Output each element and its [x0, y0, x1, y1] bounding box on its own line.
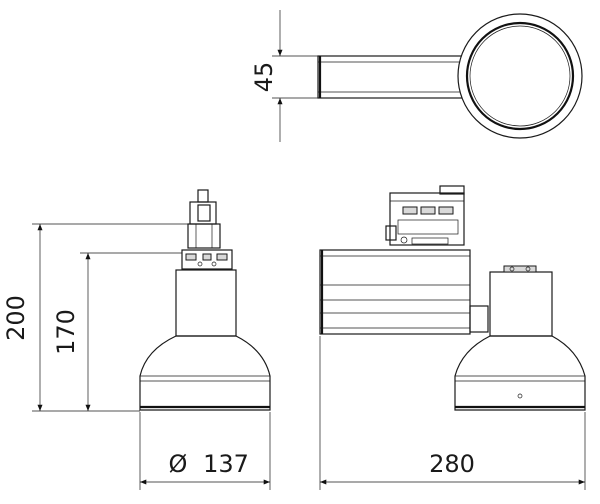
side-adapter [385, 185, 465, 246]
dim-label-137: 137 [203, 450, 249, 478]
dim-height-body: 170 [52, 252, 182, 411]
top-view-head [457, 13, 583, 139]
dim-height-total: 200 [2, 223, 190, 412]
side-lamp-head [454, 335, 586, 411]
dim-shaft-width: 45 [250, 10, 318, 142]
dim-label-45: 45 [250, 62, 278, 93]
side-neck [489, 265, 553, 337]
dim-label-200: 200 [2, 295, 30, 341]
front-view [139, 189, 271, 411]
side-view [319, 185, 586, 411]
dim-diameter: Ø 137 [139, 412, 271, 490]
front-neck [175, 269, 237, 337]
front-adapter-connector [181, 189, 233, 270]
dim-length: 280 [319, 336, 586, 490]
top-view: 45 [250, 10, 583, 142]
front-lamp-head [139, 335, 271, 411]
top-view-arm [317, 55, 467, 99]
dim-label-280: 280 [429, 450, 475, 478]
diameter-symbol: Ø [169, 450, 188, 478]
dim-label-170: 170 [52, 309, 80, 355]
side-track-housing [319, 249, 489, 335]
